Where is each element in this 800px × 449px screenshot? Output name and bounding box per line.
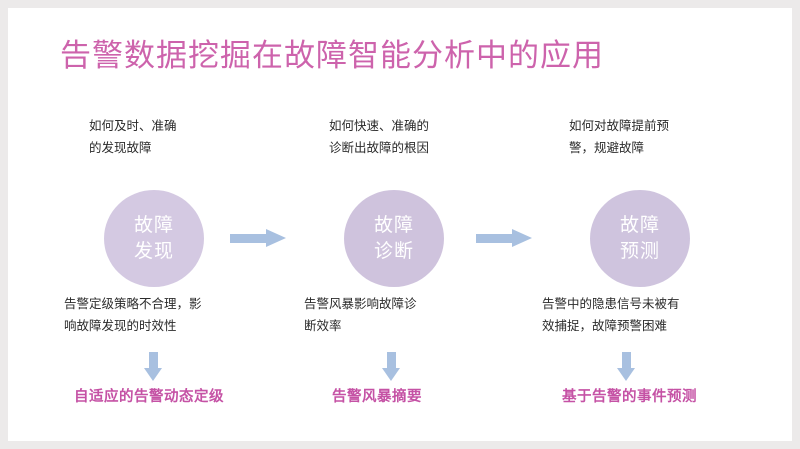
stage-circle-fault-diagnosis[interactable]: 故障 诊断 bbox=[344, 190, 444, 287]
arrow-down-shaft bbox=[622, 352, 631, 370]
slide-canvas: 告警数据挖掘在故障智能分析中的应用 如何及时、准确 的发现故障 故障 发现 告警… bbox=[8, 8, 792, 441]
stage-label-line2: 发现 bbox=[133, 240, 174, 262]
page-title: 告警数据挖掘在故障智能分析中的应用 bbox=[60, 38, 604, 73]
arrow-down-shaft bbox=[387, 352, 396, 370]
question-text: 如何对故障提前预 警，规避故障 bbox=[569, 119, 670, 155]
problem-text: 告警定级策略不合理，影 响故障发现的时效性 bbox=[64, 297, 202, 333]
question-text: 如何及时、准确 的发现故障 bbox=[89, 119, 177, 155]
problem-text: 告警中的隐患信号未被有 效捕捉，故障预警困难 bbox=[542, 297, 680, 333]
flow-column-fault-discovery: 如何及时、准确 的发现故障 故障 发现 告警定级策略不合理，影 响故障发现的时效… bbox=[56, 8, 291, 441]
arrow-right-shaft bbox=[230, 234, 268, 243]
problem-text: 告警风暴影响故障诊 断效率 bbox=[304, 297, 417, 333]
stage-circle-fault-discovery[interactable]: 故障 发现 bbox=[104, 190, 204, 287]
arrow-down-icon bbox=[617, 352, 637, 381]
flow-column-fault-prediction: 如何对故障提前预 警，规避故障 故障 预测 告警中的隐患信号未被有 效捕捉，故障… bbox=[532, 8, 767, 441]
stage-circle-fault-prediction[interactable]: 故障 预测 bbox=[590, 190, 690, 287]
arrow-down-head bbox=[617, 368, 635, 381]
arrow-right-head bbox=[512, 229, 532, 247]
arrow-down-shaft bbox=[149, 352, 158, 370]
stage-label-line2: 诊断 bbox=[373, 240, 414, 262]
arrow-down-head bbox=[144, 368, 162, 381]
arrow-down-icon bbox=[382, 352, 402, 381]
stage-label-line2: 预测 bbox=[619, 240, 660, 262]
outcome-label: 告警风暴摘要 bbox=[332, 389, 422, 405]
arrow-right-shaft bbox=[476, 234, 514, 243]
arrow-right-head bbox=[266, 229, 286, 247]
stage-label-line1: 故障 bbox=[133, 214, 174, 236]
arrow-right-icon bbox=[230, 229, 286, 248]
flow-column-fault-diagnosis: 如何快速、准确的 诊断出故障的根因 故障 诊断 告警风暴影响故障诊 断效率 告警… bbox=[296, 8, 531, 441]
stage-label-line1: 故障 bbox=[373, 214, 414, 236]
arrow-right-icon bbox=[476, 229, 532, 248]
arrow-down-icon bbox=[144, 352, 164, 381]
outcome-label: 自适应的告警动态定级 bbox=[74, 389, 224, 405]
question-text: 如何快速、准确的 诊断出故障的根因 bbox=[329, 119, 430, 155]
outcome-label: 基于告警的事件预测 bbox=[562, 389, 697, 405]
arrow-down-head bbox=[382, 368, 400, 381]
stage-label-line1: 故障 bbox=[619, 214, 660, 236]
